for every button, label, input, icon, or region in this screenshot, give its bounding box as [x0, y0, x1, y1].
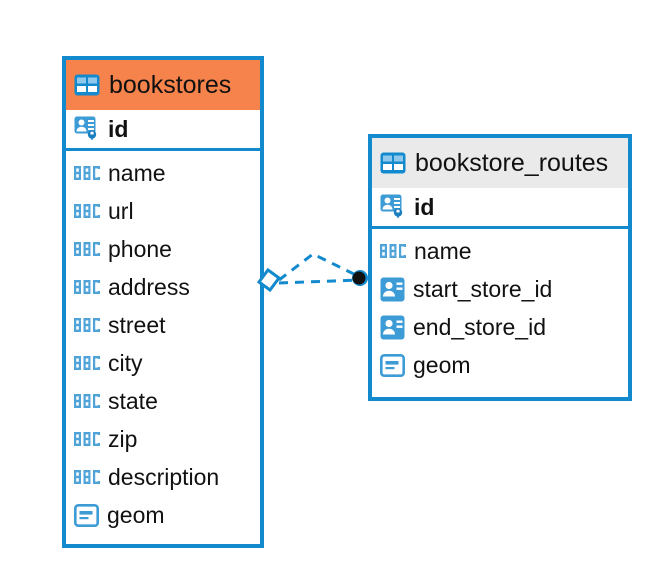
- field-label: city: [108, 349, 143, 376]
- entity-title: bookstore_routes: [415, 148, 609, 177]
- field-row-zip[interactable]: zip: [66, 420, 260, 458]
- abc-text-icon: [74, 242, 100, 256]
- relationship-line-lower: [278, 278, 360, 285]
- field-row-id[interactable]: id: [66, 110, 260, 148]
- foreign-key-icon: [380, 277, 405, 301]
- field-label: id: [108, 115, 129, 142]
- primary-key-icon: [380, 194, 403, 218]
- abc-text-icon: [74, 204, 100, 218]
- field-row-address[interactable]: address: [66, 268, 260, 306]
- field-label: description: [108, 463, 220, 490]
- field-label: name: [108, 159, 166, 186]
- entity-bookstore-routes[interactable]: bookstore_routes id: [368, 134, 632, 401]
- abc-text-icon: [74, 394, 100, 408]
- field-label: address: [108, 273, 190, 300]
- entity-header-bookstores[interactable]: bookstores: [66, 60, 260, 110]
- field-row-description[interactable]: description: [66, 458, 260, 496]
- field-row-phone[interactable]: phone: [66, 230, 260, 268]
- foreign-key-icon: [380, 315, 405, 339]
- geometry-icon: [380, 353, 405, 377]
- field-row-city[interactable]: city: [66, 344, 260, 382]
- field-row-start-store-id[interactable]: start_store_id: [372, 270, 628, 308]
- entity-header-bookstore-routes[interactable]: bookstore_routes: [372, 138, 628, 188]
- table-icon: [380, 152, 406, 174]
- fields-section: name url: [66, 151, 260, 534]
- abc-text-icon: [74, 432, 100, 446]
- entity-title: bookstores: [109, 70, 232, 99]
- field-row-url[interactable]: url: [66, 192, 260, 230]
- field-label: geom: [107, 501, 165, 528]
- primary-key-section: id: [66, 110, 260, 151]
- field-row-state[interactable]: state: [66, 382, 260, 420]
- field-row-end-store-id[interactable]: end_store_id: [372, 308, 628, 346]
- field-label: start_store_id: [413, 275, 553, 302]
- entity-bookstores[interactable]: bookstores id: [62, 56, 264, 548]
- primary-key-section: id: [372, 188, 628, 229]
- table-icon: [74, 74, 100, 96]
- field-row-geom[interactable]: geom: [66, 496, 260, 534]
- abc-text-icon: [74, 166, 100, 180]
- field-label: zip: [108, 425, 138, 452]
- field-label: geom: [413, 351, 471, 378]
- relationship-line-upper: [278, 252, 361, 282]
- geometry-icon: [74, 503, 99, 527]
- field-label: phone: [108, 235, 172, 262]
- abc-text-icon: [380, 244, 406, 258]
- primary-key-icon: [74, 116, 97, 140]
- field-row-id[interactable]: id: [372, 188, 628, 226]
- field-label: id: [414, 193, 435, 220]
- abc-text-icon: [74, 356, 100, 370]
- field-row-name[interactable]: name: [372, 232, 628, 270]
- relationship-connector[interactable]: [255, 240, 380, 320]
- abc-text-icon: [74, 470, 100, 484]
- abc-text-icon: [74, 318, 100, 332]
- field-row-name[interactable]: name: [66, 154, 260, 192]
- fields-section: name start_store_id: [372, 229, 628, 384]
- abc-text-icon: [74, 280, 100, 294]
- field-row-street[interactable]: street: [66, 306, 260, 344]
- field-label: url: [108, 197, 134, 224]
- field-row-geom[interactable]: geom: [372, 346, 628, 384]
- field-label: street: [108, 311, 166, 338]
- field-label: state: [108, 387, 158, 414]
- field-label: end_store_id: [413, 313, 546, 340]
- field-label: name: [414, 237, 472, 264]
- filled-circle-endpoint-icon: [352, 270, 368, 286]
